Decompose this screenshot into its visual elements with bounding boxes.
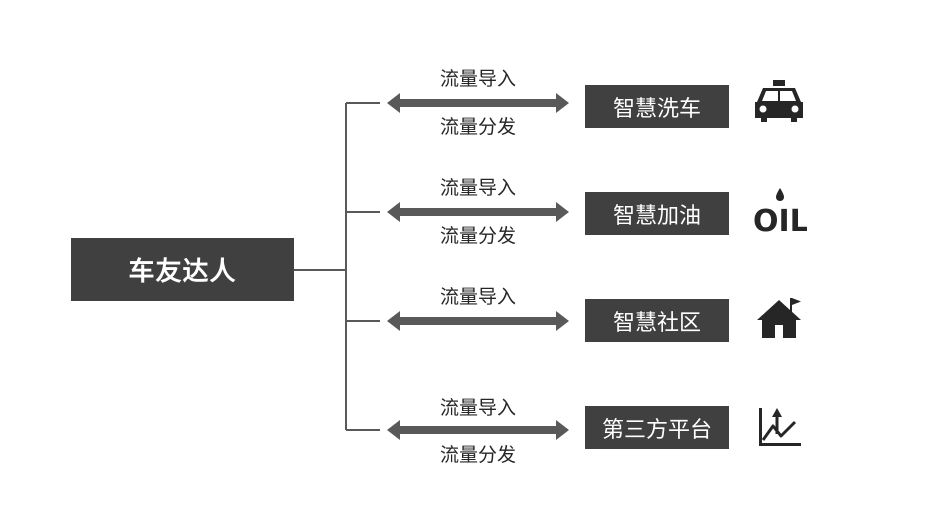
taxi-icon (755, 80, 803, 122)
oil-icon: OIL (753, 188, 807, 236)
double-arrow-3 (387, 311, 569, 331)
double-arrow-4 (387, 420, 569, 440)
target-label-third-party: 第三方平台 (601, 417, 712, 443)
target-node-refuel: 智慧加油 (585, 192, 729, 235)
flow-label-outbound-1: 流量分发 (439, 116, 516, 138)
target-node-community: 智慧社区 (585, 299, 729, 342)
target-node-third-party: 第三方平台 (585, 406, 729, 449)
double-arrow-1 (387, 93, 569, 113)
flow-label-inbound-4: 流量导入 (439, 397, 516, 419)
flow-label-inbound-1: 流量导入 (439, 68, 516, 90)
target-label-refuel: 智慧加油 (612, 203, 701, 229)
flow-label-outbound-2: 流量分发 (439, 225, 516, 247)
target-node-car-wash: 智慧洗车 (585, 85, 729, 128)
root-label: 车友达人 (128, 257, 237, 287)
house-flag-icon (757, 298, 801, 338)
target-label-car-wash: 智慧洗车 (612, 96, 701, 122)
flow-label-inbound-3: 流量导入 (439, 286, 516, 308)
oil-icon-text: OIL (753, 204, 807, 236)
flow-label-inbound-2: 流量导入 (439, 177, 516, 199)
target-label-community: 智慧社区 (612, 310, 701, 336)
double-arrow-2 (387, 202, 569, 222)
growth-chart-icon (759, 408, 801, 446)
root-node: 车友达人 (71, 238, 294, 301)
flow-label-outbound-4: 流量分发 (439, 444, 516, 466)
